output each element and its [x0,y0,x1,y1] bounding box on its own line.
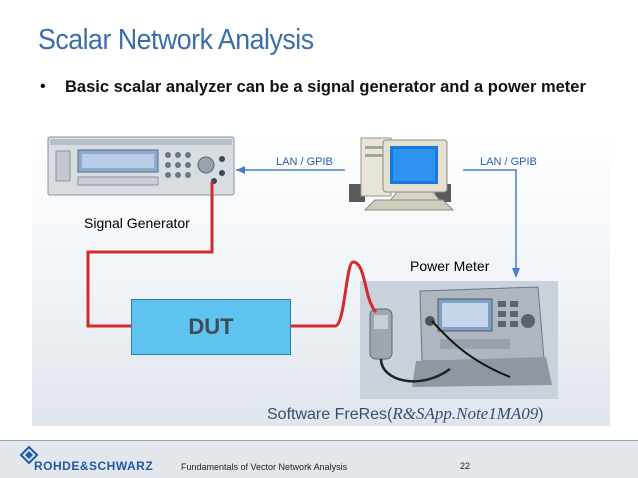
computer-image [349,137,455,211]
lan-line-right [463,169,517,270]
slide-title: Scalar Network Analysis [38,24,314,56]
footer-course-title: Fundamentals of Vector Network Analysis [181,462,348,472]
power-meter-label: Power Meter [410,258,490,274]
signal-generator-label: Signal Generator [84,215,190,231]
software-prefix: Software FreRes( [267,406,393,423]
footer-divider [0,440,638,441]
arrowhead-icon [236,166,245,174]
dut-box: DUT [131,299,291,355]
signal-generator-image [47,136,235,196]
cable-dut-to-sensor [289,260,378,328]
brand-name: ROHDE&SCHWARZ [34,459,154,473]
software-suffix: ) [538,406,544,423]
arrowhead-icon [512,268,520,278]
page-number: 22 [460,461,471,471]
software-note: Software FreRes(R&SApp.Note1MA09) [267,404,544,424]
software-app-note: R&SApp.Note1MA09 [392,404,539,423]
rohde-schwarz-logo-icon [19,445,39,465]
lan-gpib-label-left: LAN / GPIB [276,156,333,168]
power-meter-image [360,281,558,399]
cable-generator-to-dut [86,182,214,328]
bullet-marker: • [40,78,46,95]
footer-bar [0,440,638,478]
bullet-text: Basic scalar analyzer can be a signal ge… [65,78,586,96]
lan-gpib-label-right: LAN / GPIB [480,156,537,168]
